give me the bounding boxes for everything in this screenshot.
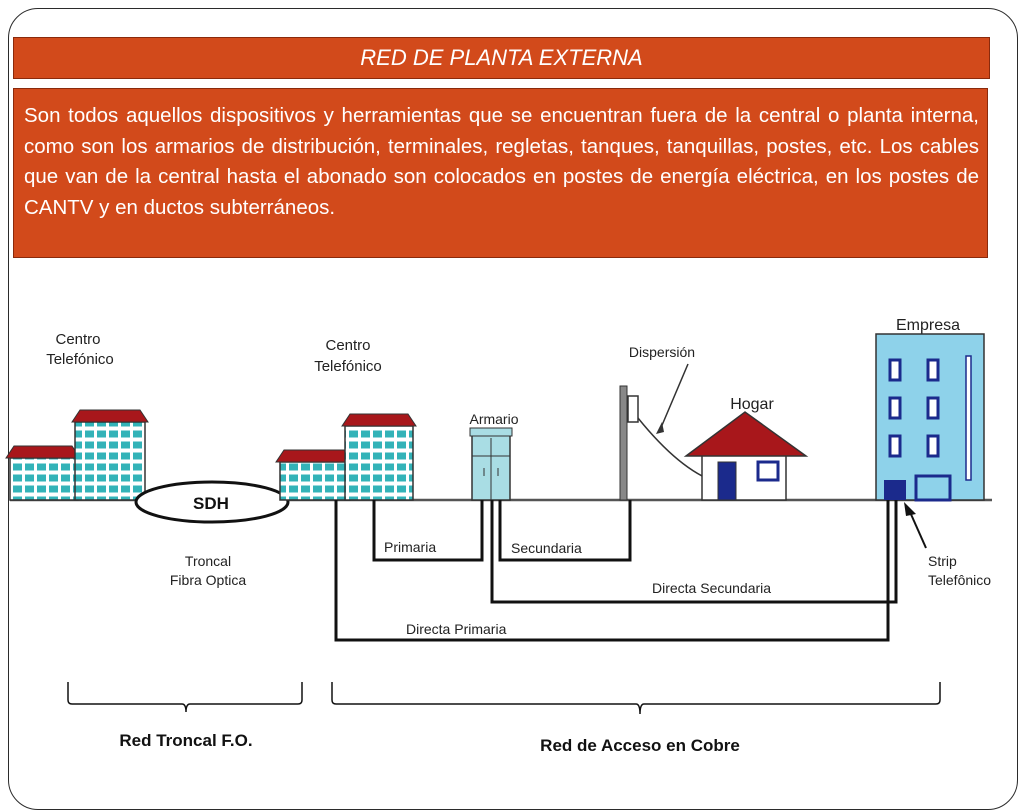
cable-routes: [334, 500, 898, 642]
sdh-label: SDH: [193, 494, 229, 513]
troncal-brace: [67, 682, 303, 713]
slide-title: RED DE PLANTA EXTERNA: [13, 37, 990, 79]
dispersion-pole: [619, 363, 717, 501]
hogar-label: Hogar: [730, 396, 774, 413]
strip-label-line2: Telefônico: [928, 572, 991, 588]
dispersion-label: Dispersión: [629, 344, 695, 360]
armario-cabinet: [469, 427, 513, 501]
description-text: Son todos aquellos dispositivos y herram…: [13, 88, 988, 258]
empresa-label: Empresa: [896, 317, 960, 334]
centro-telefonico-2-label-line2: Telefónico: [314, 358, 382, 375]
centro-telefonico-1-building: [5, 409, 149, 501]
centro-telefonico-2-building: [275, 413, 417, 501]
troncal-label-line1: Troncal: [185, 553, 231, 569]
red-troncal-label: Red Troncal F.O.: [119, 731, 252, 750]
directa-primaria-label: Directa Primaria: [406, 621, 507, 637]
hogar-house: [683, 411, 809, 501]
primaria-label: Primaria: [384, 539, 436, 555]
red-acceso-label: Red de Acceso en Cobre: [540, 736, 740, 755]
network-diagram: Centro Telefónico SDH Troncal Fibra Opti…: [5, 317, 992, 755]
armario-label: Armario: [469, 411, 518, 427]
acceso-brace: [331, 682, 941, 715]
centro-telefonico-1-label-line2: Telefónico: [46, 351, 114, 368]
sdh-ring: [134, 480, 290, 524]
strip-label-line1: Strip: [928, 553, 957, 569]
directa-secundaria-label: Directa Secundaria: [652, 580, 771, 596]
strip-arrow: [904, 502, 927, 549]
empresa-building: [875, 333, 985, 502]
secundaria-label: Secundaria: [511, 540, 582, 556]
troncal-label-line2: Fibra Optica: [170, 572, 246, 588]
centro-telefonico-2-label-line1: Centro: [325, 337, 370, 354]
centro-telefonico-1-label-line1: Centro: [55, 331, 100, 348]
